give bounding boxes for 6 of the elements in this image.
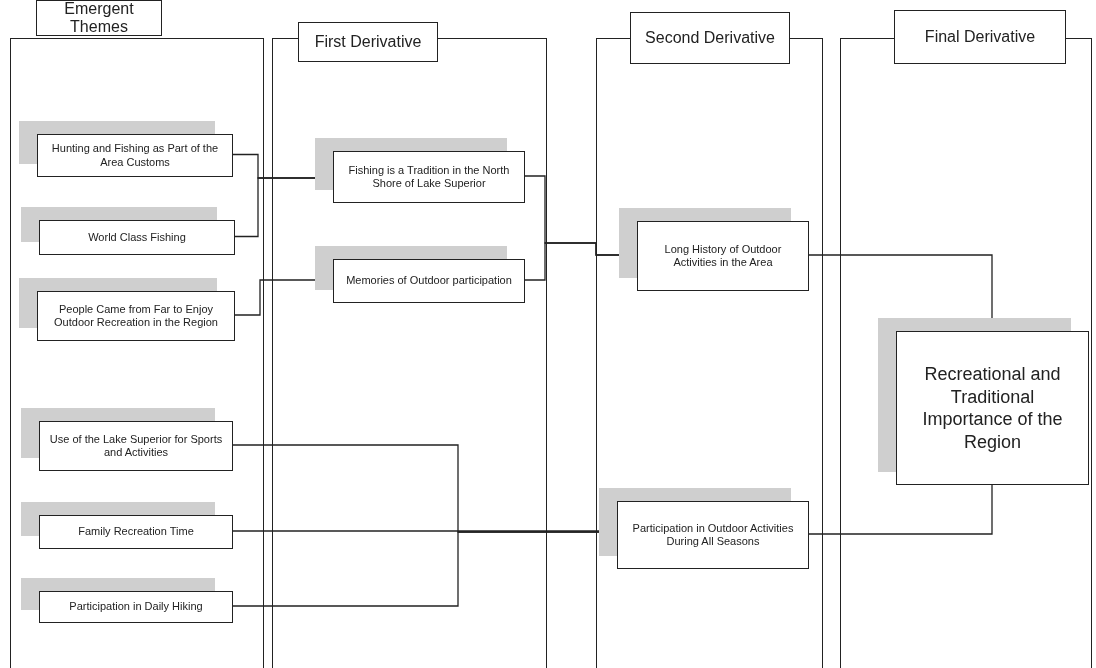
connector-line	[807, 483, 993, 535]
column-header: Final Derivative	[894, 10, 1066, 64]
column-band	[10, 38, 264, 668]
column-header: First Derivative	[298, 22, 438, 62]
column-header: Emergent Themes	[36, 0, 162, 36]
column-header: Second Derivative	[630, 12, 790, 64]
